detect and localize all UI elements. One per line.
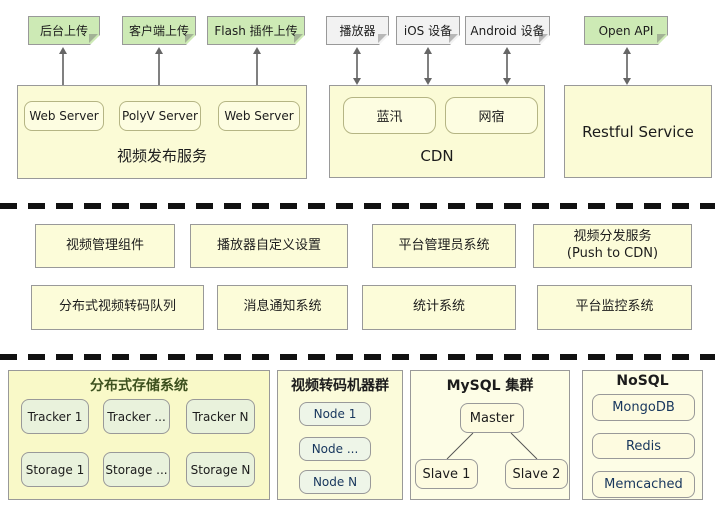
node-label: Slave 1 bbox=[422, 466, 471, 482]
box-label: 蓝汛 bbox=[376, 110, 403, 125]
box-slave-2: Slave 2 bbox=[505, 459, 568, 489]
box-label: 网宿 bbox=[478, 110, 505, 125]
module-platform-admin: 平台管理员系统 bbox=[372, 224, 516, 268]
node-label: Storage 1 bbox=[25, 462, 85, 477]
node-storage-dots: Storage ... bbox=[103, 452, 170, 487]
node-label: Node ... bbox=[311, 442, 359, 456]
double-arrow-open-api bbox=[623, 47, 631, 85]
transcode-title: 视频转码机器群 bbox=[291, 378, 389, 394]
box-redis: Redis bbox=[592, 433, 695, 459]
module-label-line2: (Push to CDN) bbox=[566, 246, 659, 261]
module-video-management: 视频管理组件 bbox=[35, 224, 175, 268]
separator-dashed-top bbox=[0, 203, 715, 209]
cdn-title: CDN bbox=[420, 147, 454, 165]
folded-corner-icon bbox=[185, 34, 196, 45]
folded-corner-icon bbox=[294, 34, 305, 45]
module-label: 统计系统 bbox=[412, 299, 465, 315]
module-label: 播放器自定义设置 bbox=[216, 237, 321, 253]
node-tracker-dots: Tracker ... bbox=[103, 399, 170, 434]
note-client-upload: 客户端上传 bbox=[122, 16, 196, 45]
double-arrow-player bbox=[353, 47, 361, 85]
box-polyv-server: PolyV Server bbox=[119, 101, 201, 131]
box-label: Web Server bbox=[224, 109, 294, 123]
note-ios-device: iOS 设备 bbox=[396, 16, 460, 45]
node-1: Node 1 bbox=[299, 402, 371, 426]
node-label: Master bbox=[469, 410, 515, 426]
box-memcached: Memcached bbox=[592, 471, 695, 498]
note-player: 播放器 bbox=[326, 16, 389, 45]
module-statistics-system: 统计系统 bbox=[362, 285, 516, 330]
node-storage-n: Storage N bbox=[186, 452, 255, 487]
note-open-api: Open API bbox=[584, 16, 668, 45]
note-backend-upload: 后台上传 bbox=[28, 16, 100, 45]
folded-corner-icon bbox=[378, 34, 389, 45]
mysql-title: MySQL 集群 bbox=[446, 378, 534, 394]
double-arrow-android bbox=[503, 47, 511, 85]
module-video-distribution: 视频分发服务 (Push to CDN) bbox=[533, 224, 692, 268]
node-label: Node N bbox=[312, 475, 358, 489]
restful-title: Restful Service bbox=[582, 122, 694, 141]
module-label: 平台管理员系统 bbox=[398, 237, 490, 253]
node-label: Storage N bbox=[190, 462, 251, 477]
module-transcode-queue: 分布式视频转码队列 bbox=[31, 285, 204, 330]
node-tracker-1: Tracker 1 bbox=[21, 399, 89, 434]
module-player-custom-settings: 播放器自定义设置 bbox=[190, 224, 348, 268]
node-label: Node 1 bbox=[313, 407, 357, 421]
folded-corner-icon bbox=[657, 34, 668, 45]
box-cdn-lanxun: 蓝汛 bbox=[343, 97, 436, 134]
node-storage-1: Storage 1 bbox=[21, 452, 89, 487]
node-label: Redis bbox=[625, 438, 662, 454]
mysql-connector-lines bbox=[446, 432, 538, 460]
box-web-server-1: Web Server bbox=[24, 101, 104, 131]
box-master: Master bbox=[460, 403, 524, 433]
node-label: Tracker 1 bbox=[27, 409, 83, 424]
note-label: iOS 设备 bbox=[403, 24, 453, 38]
note-android-device: Android 设备 bbox=[465, 16, 550, 45]
container-nosql: NoSQL MongoDB Redis Memcached bbox=[582, 370, 703, 500]
container-mysql: MySQL 集群 Master Slave 1 Slave 2 bbox=[410, 370, 570, 500]
double-arrow-ios bbox=[424, 47, 432, 85]
node-tracker-n: Tracker N bbox=[186, 399, 255, 434]
node-n: Node N bbox=[299, 470, 371, 494]
node-label: Tracker N bbox=[192, 409, 249, 424]
module-label: 消息通知系统 bbox=[243, 299, 322, 315]
box-slave-1: Slave 1 bbox=[415, 459, 478, 489]
module-monitoring-system: 平台监控系统 bbox=[537, 285, 692, 330]
module-label: 平台监控系统 bbox=[575, 299, 654, 315]
container-transcode: 视频转码机器群 Node 1 Node ... Node N bbox=[277, 370, 403, 500]
node-dots: Node ... bbox=[299, 437, 371, 461]
container-storage: 分布式存储系统 Tracker 1 Tracker ... Tracker N … bbox=[8, 370, 270, 500]
note-label: 客户端上传 bbox=[128, 24, 189, 38]
separator-dashed-bottom bbox=[0, 354, 715, 360]
box-label: PolyV Server bbox=[122, 109, 198, 123]
note-label: Open API bbox=[598, 23, 654, 38]
note-label: Android 设备 bbox=[470, 24, 545, 38]
module-label: 分布式视频转码队列 bbox=[58, 299, 176, 315]
node-label: Tracker ... bbox=[107, 409, 166, 424]
storage-title: 分布式存储系统 bbox=[90, 378, 188, 394]
box-label: Web Server bbox=[29, 109, 99, 123]
container-cdn: 蓝汛 网宿 CDN bbox=[329, 85, 545, 178]
note-label: 播放器 bbox=[339, 24, 376, 38]
node-label: MongoDB bbox=[612, 400, 675, 415]
folded-corner-icon bbox=[89, 34, 100, 45]
box-cdn-wangsu: 网宿 bbox=[445, 97, 538, 134]
note-label: Flash 插件上传 bbox=[214, 24, 298, 38]
note-label: 后台上传 bbox=[39, 24, 88, 38]
folded-corner-icon bbox=[449, 34, 460, 45]
video-publish-title: 视频发布服务 bbox=[116, 147, 207, 165]
box-mongodb: MongoDB bbox=[592, 394, 695, 421]
note-flash-upload: Flash 插件上传 bbox=[207, 16, 305, 45]
nosql-title: NoSQL bbox=[616, 373, 669, 389]
container-video-publish: Web Server PolyV Server Web Server 视频发布服… bbox=[17, 85, 307, 179]
module-label-line1: 视频分发服务 bbox=[573, 229, 652, 245]
module-label: 视频管理组件 bbox=[65, 237, 144, 253]
box-web-server-2: Web Server bbox=[218, 101, 300, 131]
node-label: Storage ... bbox=[105, 462, 168, 477]
node-label: Memcached bbox=[604, 477, 683, 492]
module-notification-system: 消息通知系统 bbox=[217, 285, 348, 330]
folded-corner-icon bbox=[539, 34, 550, 45]
node-label: Slave 2 bbox=[512, 466, 561, 482]
container-restful: Restful Service bbox=[564, 85, 712, 178]
